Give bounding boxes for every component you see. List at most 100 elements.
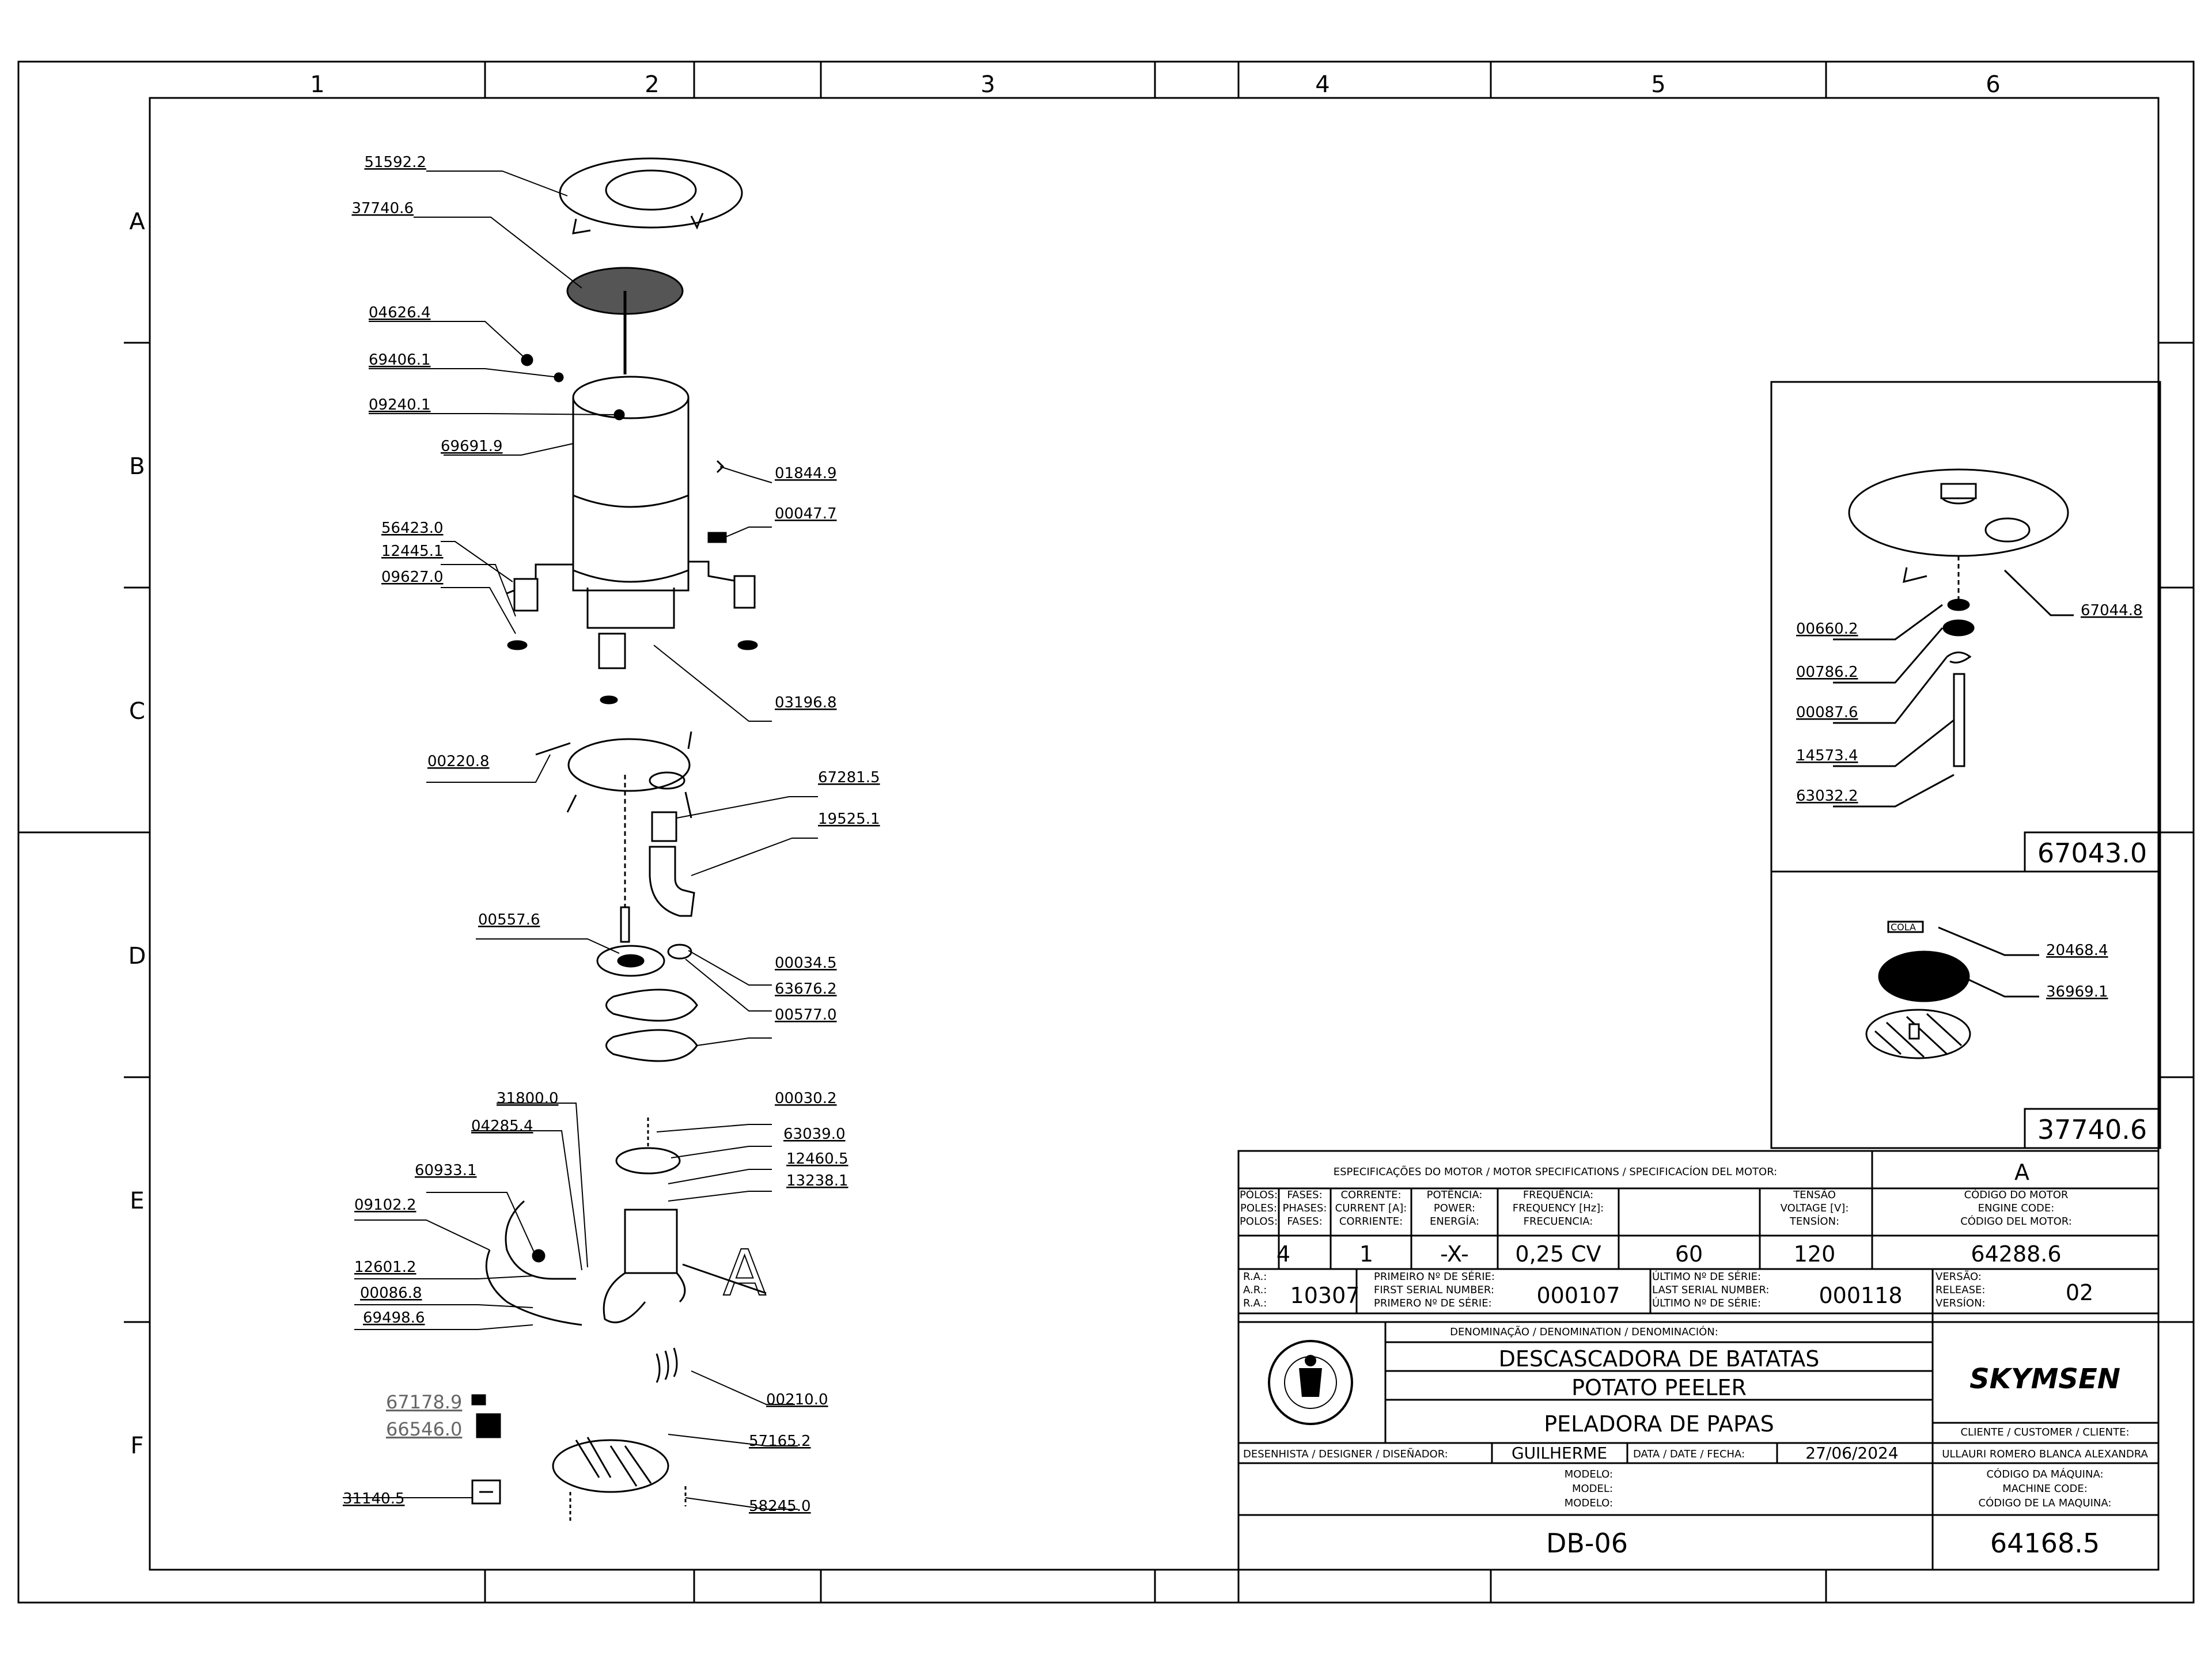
model-label: MODEL: [1572,1483,1613,1495]
service-seal-icon [1268,1340,1353,1425]
ra-label: R.A.: [1243,1271,1267,1283]
grid-column-labels: 1 2 3 4 5 6 [310,71,2000,98]
date-value: 27/06/2024 [1805,1444,1898,1463]
part-label: 57165.2 [749,1433,811,1450]
ra-label: A.R.: [1243,1284,1267,1296]
last-serial: 000118 [1819,1283,1902,1308]
model-label: MODELO: [1565,1497,1613,1509]
model-value: DB-06 [1546,1528,1628,1559]
model-label: MODELO: [1565,1468,1613,1480]
part-label: 00086.8 [360,1285,422,1302]
frame-ticks [18,62,2194,1603]
machine-code-value: 64168.5 [1990,1528,2100,1559]
customer-label: CLIENTE / CUSTOMER / CLIENTE: [1960,1426,2129,1438]
hdr-poles: POLES: [1240,1202,1277,1214]
part-label: 09102.2 [354,1196,416,1214]
part-label: 00034.5 [775,955,837,972]
val-frequency: 60 [1675,1241,1703,1267]
hdr-voltage: TENSÃO [1793,1188,1836,1201]
grid-col-5: 5 [1651,71,1665,98]
designer-value: GUILHERME [1512,1444,1607,1463]
grid-row-c: C [129,698,145,725]
last-serial-label: ÚLTIMO Nº DE SÉRIE: [1652,1270,1761,1283]
grid-row-b: B [129,453,145,480]
ra-value: 10307 [1290,1283,1360,1308]
part-label: 60933.1 [415,1162,477,1179]
part-label: 09627.0 [381,569,444,586]
detail-2-labels: COLA 20468.4 36969.1 37740.6 [1891,922,2147,1145]
part-label: 00786.2 [1796,664,1858,681]
first-serial-label: PRIMEIRO Nº DE SÉRIE: [1374,1270,1495,1283]
brand-logo: SKYMSEN [1969,1363,2120,1395]
part-label: 37740.6 [351,200,414,217]
hdr-voltage: TENSÍON: [1789,1215,1839,1228]
hdr-frequency: FRECUENCIA: [1524,1215,1593,1228]
pulley-drawing [596,945,665,977]
part-label: 13238.1 [786,1172,849,1190]
val-power: 0,25 CV [1515,1241,1601,1267]
bottom-plate-drawing [567,738,691,792]
reference-part-label: 66546.0 [386,1418,462,1440]
last-serial-label: LAST SERIAL NUMBER: [1652,1284,1769,1296]
first-serial: 000107 [1536,1283,1620,1308]
exploded-view [471,157,767,1521]
part-label: 00030.2 [775,1090,837,1107]
part-label: 67281.5 [818,769,880,786]
detail-panel-37740 [1770,870,2161,1149]
motor-drawing [624,1209,678,1274]
version-label: VERSÃO: [1936,1270,1982,1283]
hdr-power: POTÊNCIA: [1427,1188,1483,1201]
hdr-frequency: FREQUENCY [Hz]: [1513,1202,1604,1214]
part-label: 00220.8 [427,753,490,770]
grid-row-f: F [130,1433,143,1459]
part-label: 12460.5 [786,1150,849,1168]
title-block-lines [1237,1150,2160,1571]
first-serial-label: PRIMERO Nº DE SÉRIE: [1374,1297,1492,1309]
part-label: 69406.1 [369,351,431,369]
grid-row-labels: A B C D E F [128,209,146,1459]
grid-col-2: 2 [645,71,659,98]
part-label: 51592.2 [364,154,426,171]
hdr-power: ENERGÍA: [1430,1215,1479,1228]
detail-marker: A [723,1236,766,1310]
lid-drawing [559,157,743,229]
part-label: 00557.6 [478,911,540,929]
val-current: -X- [1440,1241,1469,1267]
val-voltage: 120 [1794,1241,1836,1267]
detail-1-labels: 67044.8 00660.2 00786.2 00087.6 14573.4 … [1796,602,2147,869]
motor-spec-header: ESPECIFICAÇÕES DO MOTOR / MOTOR SPECIFIC… [1334,1165,1778,1178]
val-poles: 4 [1277,1241,1290,1267]
part-label: 69498.6 [363,1309,425,1327]
part-label: 63032.2 [1796,787,1858,805]
leader-lines [343,171,818,1510]
part-label: 63676.2 [775,980,837,998]
hdr-phases: FASES: [1287,1215,1322,1228]
hdr-engine-code: ENGINE CODE: [1978,1202,2055,1214]
part-label: 63039.0 [783,1126,846,1143]
name-es: PELADORA DE PAPAS [1544,1411,1774,1437]
part-label: 00047.7 [775,505,837,522]
hdr-poles: PÓLOS: [1240,1188,1278,1201]
val-phases: 1 [1359,1241,1373,1267]
customer-name: ULLAURI ROMERO BLANCA ALEXANDRA [1942,1448,2148,1460]
grid-row-a: A [129,209,145,235]
view-letter: A [2014,1160,2029,1185]
hdr-poles: POLOS: [1240,1215,1278,1228]
designer-label: DESENHISTA / DESIGNER / DISEÑADOR: [1243,1448,1448,1460]
machine-code-label: CÓDIGO DA MÁQUINA: [1986,1468,2103,1480]
part-label: 04626.4 [369,304,431,321]
part-label: 14573.4 [1796,747,1858,764]
hdr-frequency: FREQUÊNCIA: [1523,1188,1593,1201]
part-label: 00087.6 [1796,704,1858,721]
part-label: 19525.1 [818,810,880,828]
name-pt: DESCASCADORA DE BATATAS [1499,1346,1820,1372]
hdr-current: CURRENT [A]: [1335,1202,1407,1214]
part-label: 58245.0 [749,1498,811,1515]
version-value: 02 [2066,1280,2093,1305]
version-label: VERSÍON: [1936,1297,1986,1309]
machine-code-label: MACHINE CODE: [2002,1483,2088,1495]
part-label: 12601.2 [354,1259,416,1276]
hdr-current: CORRIENTE: [1339,1215,1403,1228]
detail-code: 67043.0 [2037,838,2147,869]
name-en: POTATO PEELER [1571,1375,1747,1400]
